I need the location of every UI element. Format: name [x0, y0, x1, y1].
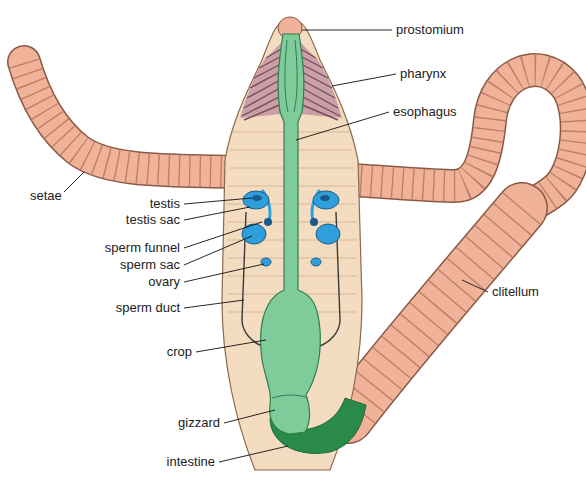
part-label: prostomium: [396, 22, 464, 38]
part-label: sperm funnel: [105, 240, 180, 256]
part-label: setae: [30, 188, 62, 204]
part-label: pharynx: [400, 66, 446, 82]
part-label: gizzard: [178, 415, 220, 431]
part-label: testis sac: [126, 212, 180, 228]
part-label: esophagus: [393, 104, 457, 120]
part-label: ovary: [148, 274, 180, 290]
part-label: crop: [167, 344, 192, 360]
part-label: sperm sac: [120, 257, 180, 273]
part-label: sperm duct: [116, 300, 180, 316]
part-label: intestine: [167, 454, 215, 470]
part-label: testis: [150, 196, 180, 212]
part-label: clitellum: [492, 284, 539, 300]
